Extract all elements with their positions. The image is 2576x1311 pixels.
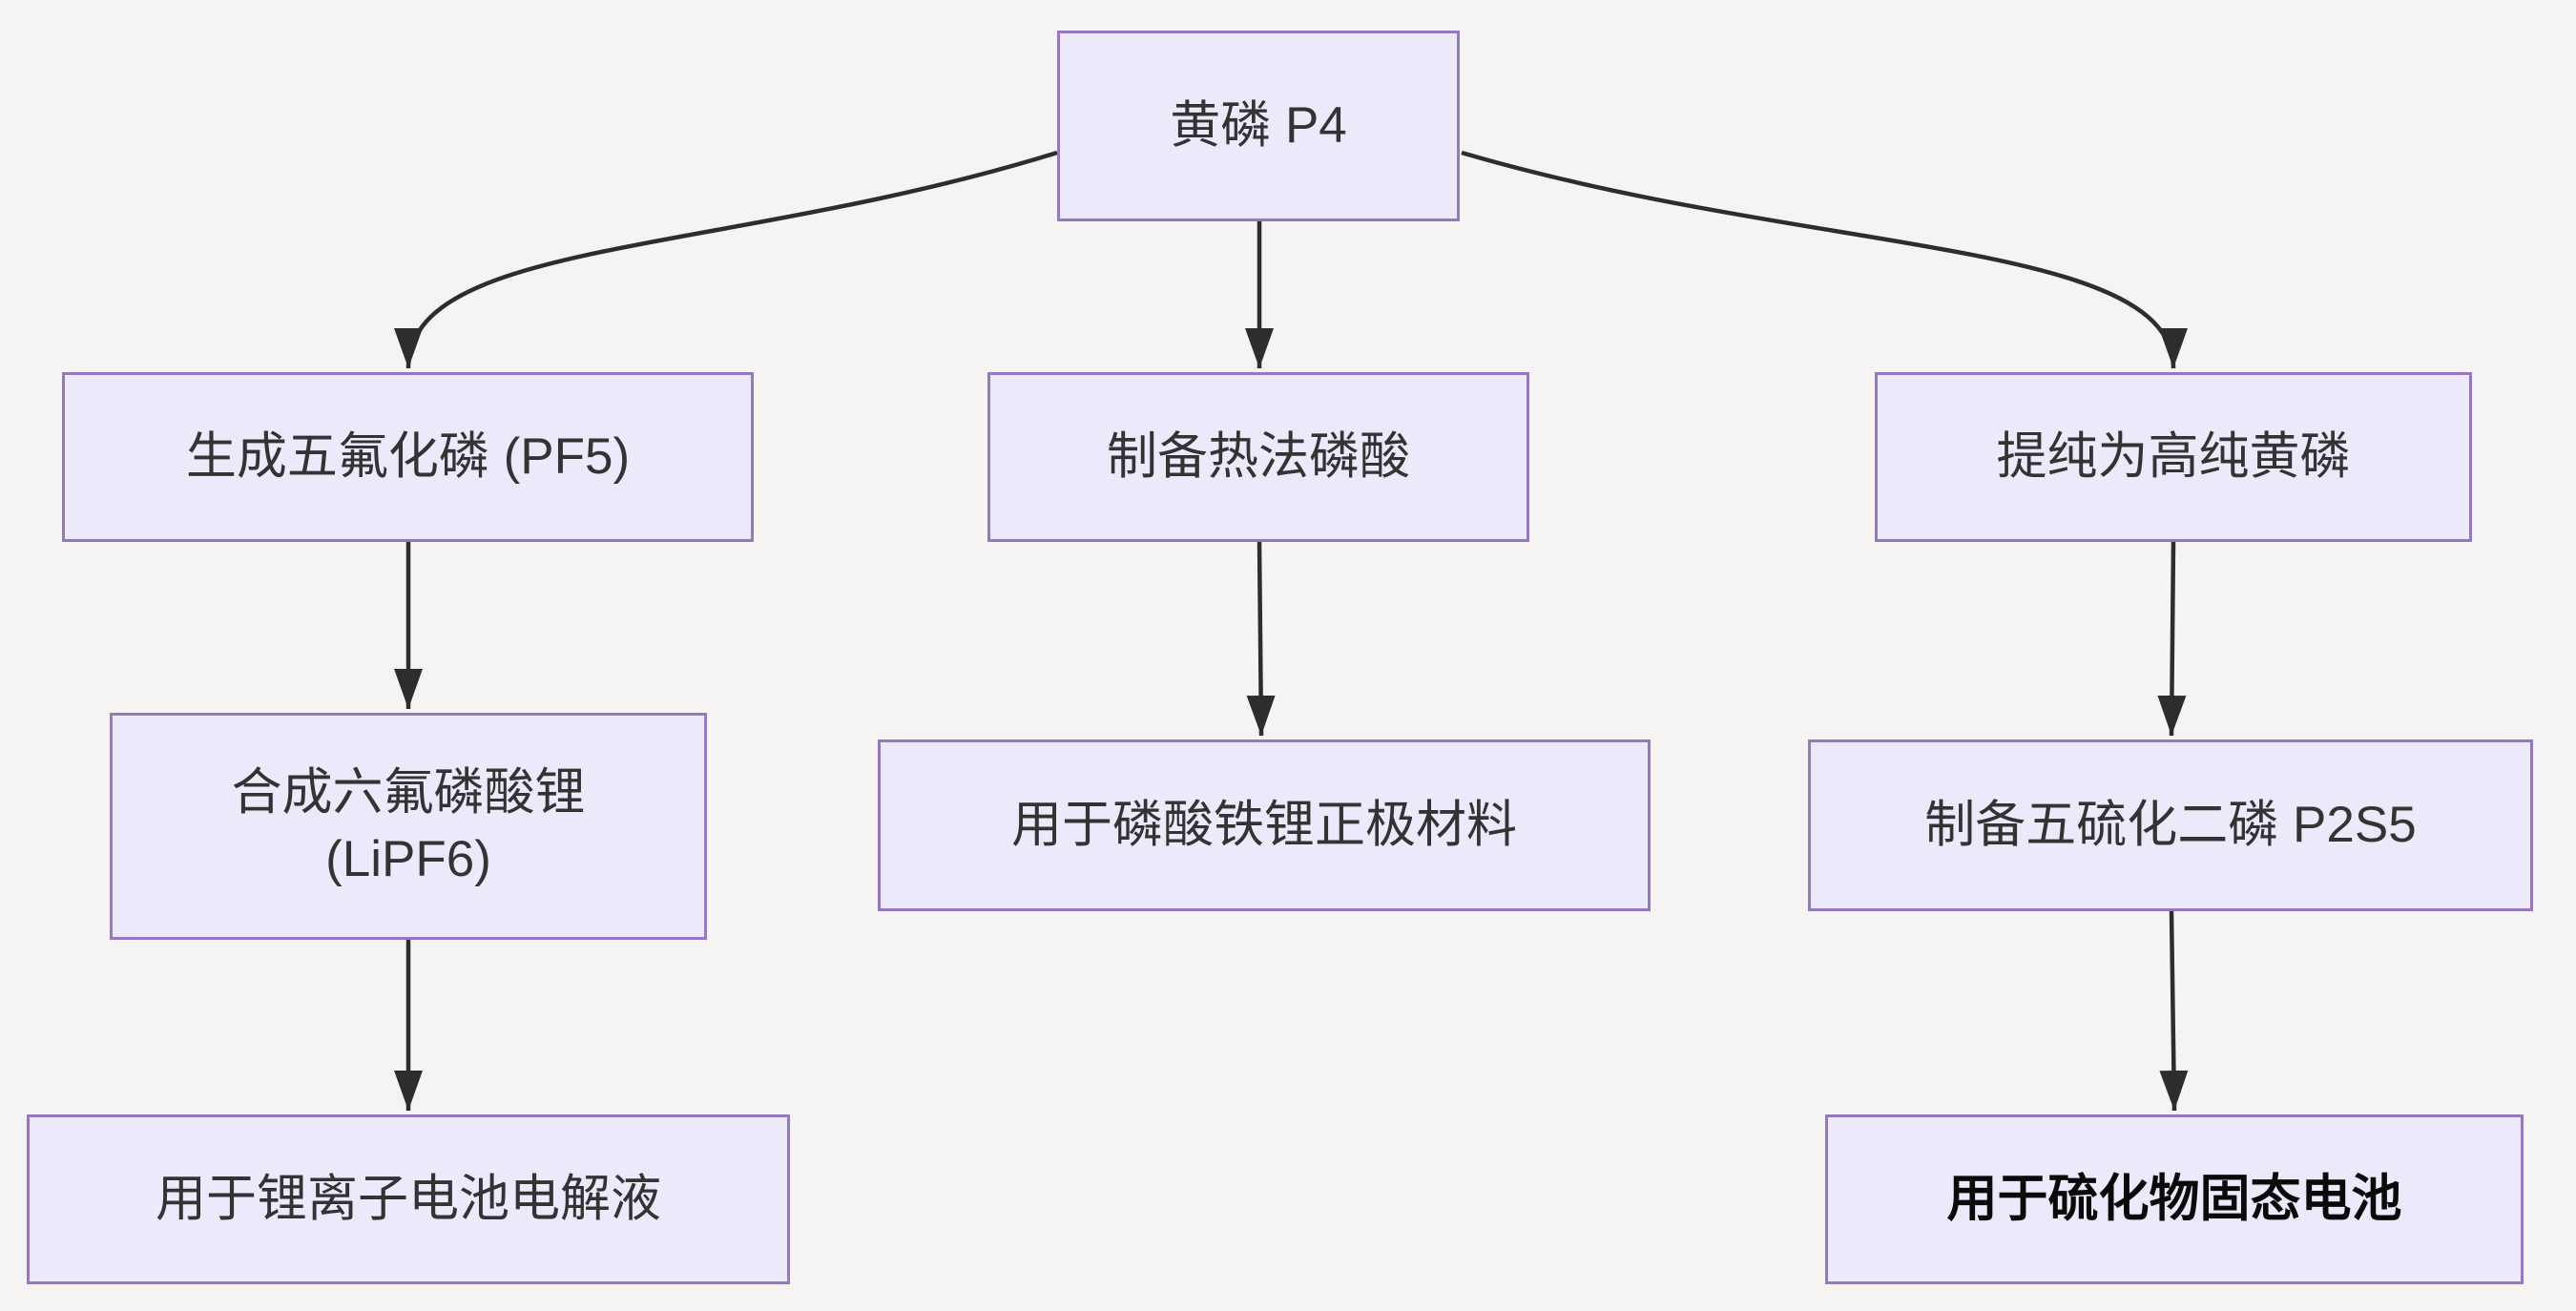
node-lfp-cathode: 用于磷酸铁锂正极材料 xyxy=(878,739,1651,911)
edge-p4-to-purified-p4 xyxy=(1461,150,2188,369)
node-solid-state: 用于硫化物固态电池 xyxy=(1825,1114,2524,1284)
node-p2s5: 制备五硫化二磷 P2S5 xyxy=(1808,739,2533,911)
node-purified-p4: 提纯为高纯黄磷 xyxy=(1875,372,2472,542)
node-electrolyte: 用于锂离子电池电解液 xyxy=(27,1114,790,1284)
edge-p2s5-to-solid-state xyxy=(2159,910,2189,1112)
node-lipf6: 合成六氟磷酸锂 (LiPF6) xyxy=(110,713,707,940)
edge-p4-to-pf5 xyxy=(394,150,1058,369)
node-thermal-acid: 制备热法磷酸 xyxy=(987,372,1529,542)
node-p4: 黄磷 P4 xyxy=(1057,31,1460,221)
node-pf5: 生成五氟化磷 (PF5) xyxy=(62,372,754,542)
edge-thermal-acid-to-lfp-cathode xyxy=(1246,541,1276,737)
edge-purified-p4-to-p2s5 xyxy=(2157,541,2187,737)
